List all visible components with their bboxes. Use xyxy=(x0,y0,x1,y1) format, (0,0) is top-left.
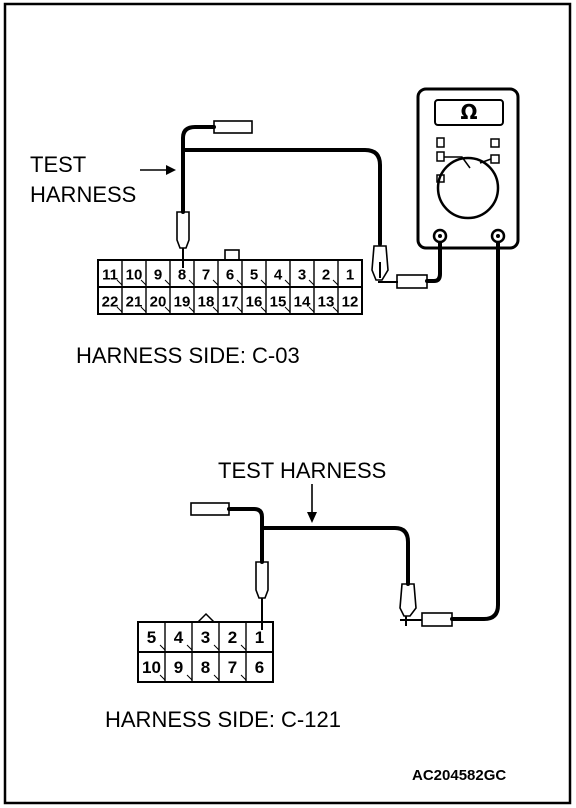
pin-bevel xyxy=(116,306,123,313)
meter-dial xyxy=(436,156,500,220)
c03-pin-16: 16 xyxy=(246,294,263,311)
test-harness-bottom xyxy=(190,241,500,630)
c121-pin-10: 10 xyxy=(142,658,161,677)
c121-pin-7: 7 xyxy=(228,658,237,677)
figure-frame xyxy=(3,2,572,805)
pin-bevel xyxy=(240,644,247,651)
pin-bevel xyxy=(159,644,166,651)
arrow-test-harness-top xyxy=(140,165,176,175)
c03-pin-4: 4 xyxy=(274,267,283,284)
c03-pin-8: 8 xyxy=(178,267,186,284)
c03-pin-13: 13 xyxy=(318,294,335,311)
c03-pin-20: 20 xyxy=(150,294,167,311)
ohm-symbol: Ω xyxy=(460,100,477,124)
pin-bevel xyxy=(236,306,243,313)
c03-pin-21: 21 xyxy=(126,294,143,311)
c03-pin-7: 7 xyxy=(202,267,210,284)
c03-pin-10: 10 xyxy=(126,267,143,284)
pin-bevel xyxy=(308,279,315,286)
pin-bevel xyxy=(260,306,267,313)
pin-bevel xyxy=(188,279,195,286)
label-harness-side-c03: HARNESS SIDE: C-03 xyxy=(76,343,300,368)
pin-bevel xyxy=(140,306,147,313)
pin-bevel xyxy=(332,279,339,286)
c03-pin-12: 12 xyxy=(342,294,359,311)
pin-bevel xyxy=(213,644,220,651)
label-test-top-line1: TEST xyxy=(30,152,86,177)
pin-bevel xyxy=(284,306,291,313)
c03-pin-11: 11 xyxy=(102,267,118,284)
label-harness-side-c121: HARNESS SIDE: C-121 xyxy=(105,707,341,732)
c03-pin-9: 9 xyxy=(154,267,162,284)
pin-bevel xyxy=(236,279,243,286)
pin-bevel xyxy=(140,279,147,286)
label-test-top-line2: HARNESS xyxy=(30,182,136,207)
c03-pin-3: 3 xyxy=(298,267,306,284)
c03-pin-5: 5 xyxy=(250,267,258,284)
c03-pin-2: 2 xyxy=(322,267,330,284)
pin-bevel xyxy=(284,279,291,286)
c03-pin-19: 19 xyxy=(174,294,191,311)
c121-pin-1: 1 xyxy=(255,628,264,647)
pin-bevel xyxy=(164,279,171,286)
c121-pin-2: 2 xyxy=(228,628,237,647)
pin-bevel xyxy=(213,674,220,681)
figure-code: AC204582GC xyxy=(412,767,506,784)
pin-bevel xyxy=(186,674,193,681)
pin-bevel xyxy=(308,306,315,313)
pin-bevel xyxy=(164,306,171,313)
c121-pin-5: 5 xyxy=(147,628,156,647)
c03-pin-22: 22 xyxy=(102,294,119,311)
pin-bevel xyxy=(188,306,195,313)
arrow-test-harness-bottom xyxy=(307,484,317,523)
pin-bevel xyxy=(212,279,219,286)
label-test-harness-bottom: TEST HARNESS xyxy=(218,458,386,483)
c03-pin-15: 15 xyxy=(270,294,287,311)
pin-bevel xyxy=(332,306,339,313)
pin-bevel xyxy=(186,644,193,651)
pin-bevel xyxy=(260,279,267,286)
c121-pin-8: 8 xyxy=(201,658,210,677)
c121-pin-4: 4 xyxy=(174,628,184,647)
ohmmeter: Ω xyxy=(416,87,520,250)
c121-pin-6: 6 xyxy=(255,658,264,677)
c121-pin-9: 9 xyxy=(174,658,183,677)
c03-pin-1: 1 xyxy=(346,267,354,284)
meter-display xyxy=(434,99,504,126)
c121-pin-3: 3 xyxy=(201,628,210,647)
c03-pin-18: 18 xyxy=(198,294,215,311)
pin-bevel xyxy=(240,674,247,681)
pin-bevel xyxy=(116,279,123,286)
pin-bevel xyxy=(212,306,219,313)
test-harness-top xyxy=(176,120,442,289)
c03-pin-17: 17 xyxy=(222,294,239,311)
c03-pin-14: 14 xyxy=(294,294,311,311)
pin-bevel xyxy=(159,674,166,681)
c03-pin-6: 6 xyxy=(226,267,234,284)
